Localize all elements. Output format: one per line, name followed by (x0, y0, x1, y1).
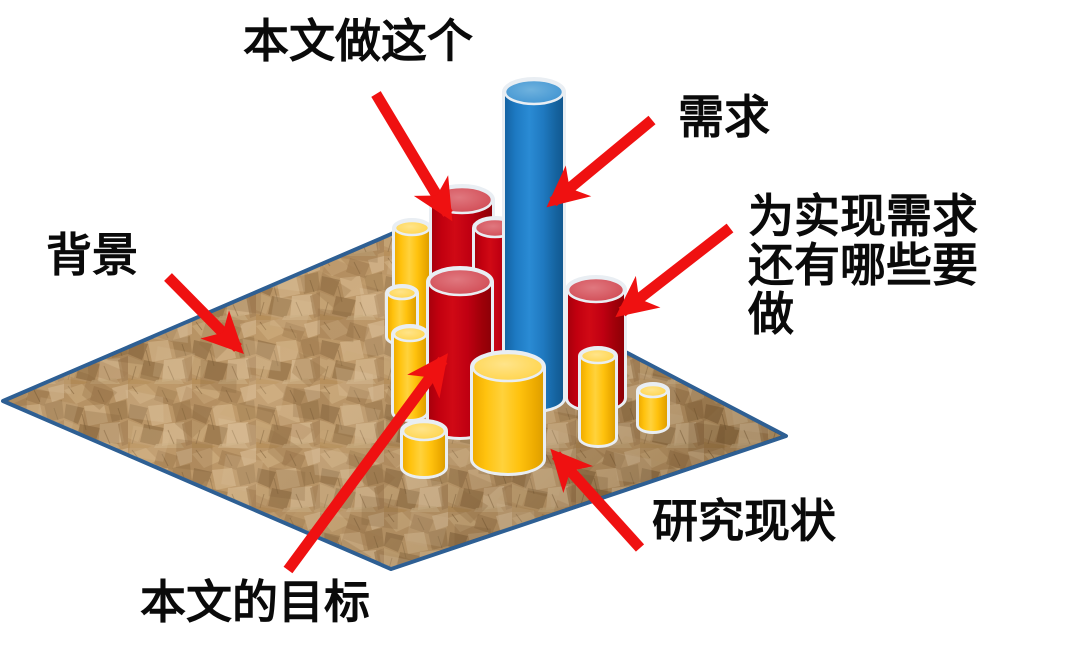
annotation-label-xu-qiu: 需求 (678, 93, 770, 142)
annotation-label-line: 还有哪些要 (748, 237, 978, 292)
cylinder-body (639, 391, 667, 431)
annotation-label-ben-wen-zuo-zhe-ge: 本文做这个 (243, 17, 473, 66)
annotation-label-ben-wen-de-mu-biao: 本文的目标 (140, 578, 370, 627)
cylinder-yellow-right-mid (578, 346, 618, 448)
annotation-label-line: 研究现状 (652, 494, 836, 548)
arrow-ben-wen-zuo-zhe-ge (371, 91, 453, 222)
cylinder-top-cap (386, 285, 418, 301)
annotation-label-yan-jiu-xian-zhuang: 研究现状 (652, 497, 836, 546)
annotation-label-line: 为实现需求 (748, 189, 978, 243)
cylinder-yellow-flat-front-left (400, 419, 448, 479)
cylinder-top-cap (427, 267, 493, 297)
cylinder-top-cap (401, 420, 447, 442)
annotation-label-line: 本文的目标 (140, 575, 370, 629)
cylinder-body (403, 431, 445, 476)
cylinder-yellow-large-front-center (470, 350, 546, 476)
arrow-wei-shi-xian-xu-qiu (615, 223, 734, 318)
cylinder-top-cap (471, 351, 545, 383)
cylinder-top-cap (503, 78, 565, 106)
annotation-label-line: 本文做这个 (243, 14, 473, 68)
annotation-label-bei-jing: 背景 (46, 231, 138, 280)
annotation-label-line: 背景 (46, 228, 138, 282)
arrow-ben-wen-de-mu-biao (283, 353, 449, 574)
arrow-bei-jing (164, 273, 244, 355)
annotation-label-wei-shi-xian-xu-qiu: 为实现需求还有哪些要做 (748, 192, 978, 338)
cylinder-top-cap (393, 219, 431, 237)
cylinder-top-cap (566, 276, 626, 304)
arrow-yan-jiu-xian-zhuang (550, 448, 645, 552)
cylinder-top-cap (392, 325, 428, 343)
cylinder-yellow-right-small (636, 382, 670, 434)
cylinder-body (581, 356, 615, 445)
arrow-xu-qiu (546, 115, 656, 208)
ground-plane-border (1, 230, 788, 571)
annotation-label-line: 需求 (678, 90, 770, 144)
annotation-arrow-group (164, 91, 734, 574)
cylinder-top-cap (579, 347, 617, 365)
annotation-label-line: 做 (748, 286, 794, 341)
cylinder-body (473, 367, 543, 473)
cylinder-top-cap (637, 383, 669, 399)
